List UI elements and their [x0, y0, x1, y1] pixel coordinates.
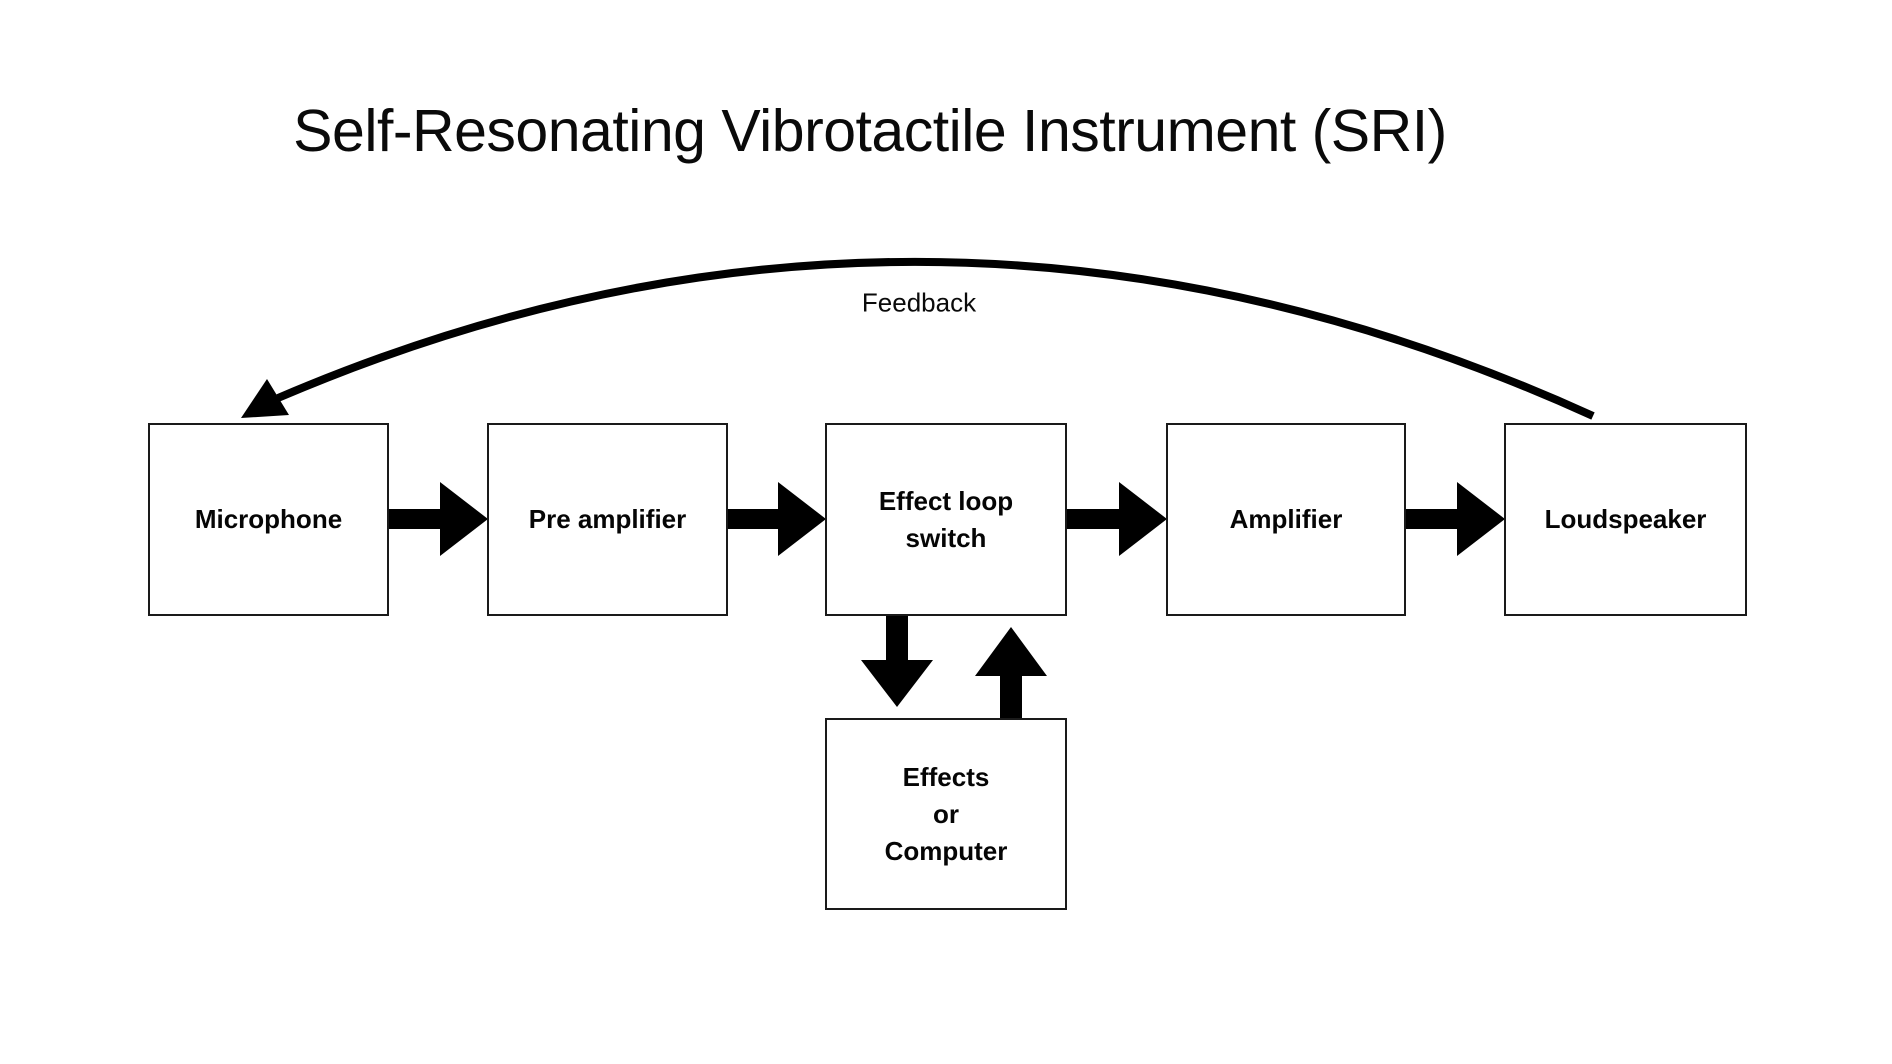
feedback-label: Feedback: [861, 287, 977, 318]
feedback-arc: [276, 257, 1595, 420]
arrow-preamplifier-to-effectloop-icon: [727, 482, 826, 556]
node-amplifier: Amplifier: [1166, 423, 1406, 616]
node-effect-loop-switch: Effect loop switch: [825, 423, 1067, 616]
arrow-amplifier-to-loudspeaker-icon: [1405, 482, 1505, 556]
node-microphone: Microphone: [148, 423, 389, 616]
node-effects-label-line2: or: [933, 798, 959, 829]
feedback-arrowhead-icon: [241, 379, 289, 418]
arrow-effectloop-to-effects-down-icon: [861, 615, 933, 707]
node-effects-or-computer: Effects or Computer: [825, 718, 1067, 910]
node-pre-amplifier: Pre amplifier: [487, 423, 728, 616]
arrow-effectloop-to-amplifier-icon: [1066, 482, 1167, 556]
node-amplifier-label: Amplifier: [1229, 504, 1343, 534]
node-microphone-label: Microphone: [194, 504, 343, 534]
node-loudspeaker-label: Loudspeaker: [1544, 504, 1707, 534]
node-effects-label-line1: Effects: [902, 761, 990, 792]
arrow-effects-to-effectloop-up-icon: [975, 627, 1047, 719]
arrow-microphone-to-preamplifier-icon: [388, 482, 488, 556]
node-effect-loop-switch-label-line1: Effect loop: [878, 485, 1014, 516]
node-effect-loop-switch-label-line2: switch: [905, 522, 987, 553]
node-loudspeaker: Loudspeaker: [1504, 423, 1747, 616]
diagram-title: Self-Resonating Vibrotactile Instrument …: [293, 98, 1447, 164]
node-pre-amplifier-label: Pre amplifier: [528, 504, 687, 534]
node-effects-label-line3: Computer: [884, 835, 1008, 866]
